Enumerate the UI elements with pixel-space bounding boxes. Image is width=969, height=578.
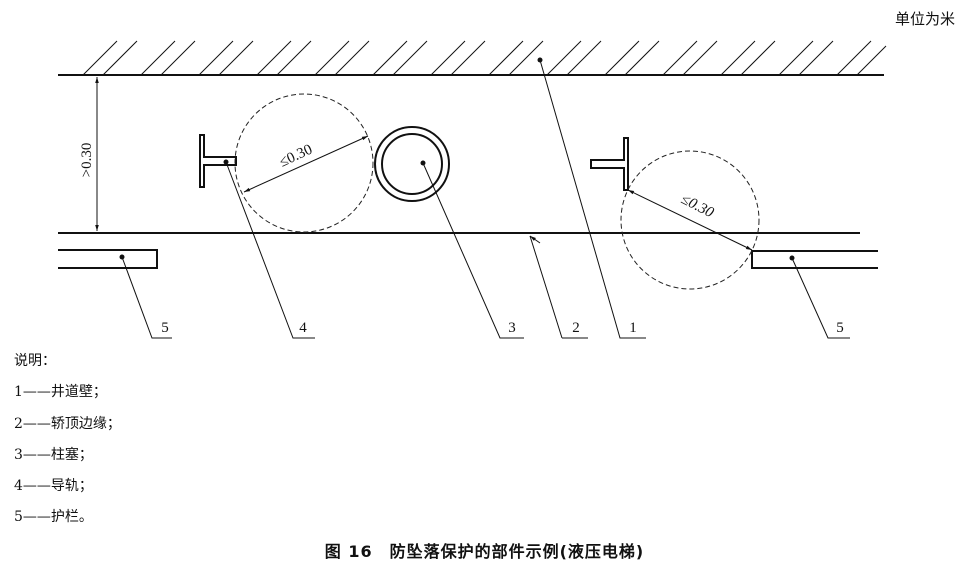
hatch-stroke bbox=[566, 40, 602, 76]
legend-title: 说明： bbox=[14, 353, 56, 369]
unit-note: 单位为米 bbox=[894, 10, 955, 28]
callout-2: 2 bbox=[572, 320, 580, 336]
callout-4: 4 bbox=[299, 320, 307, 336]
plunger-inner bbox=[381, 133, 443, 195]
shaft-wall-hatching bbox=[82, 40, 887, 76]
callout-3: 3 bbox=[508, 320, 516, 336]
leader-dots bbox=[119, 57, 795, 261]
callout-5-right: 5 bbox=[836, 320, 844, 336]
figure-caption: 图 16 防坠落保护的部件示例(液压电梯) bbox=[324, 542, 645, 561]
legend-item: 4——导轨； bbox=[14, 478, 93, 495]
hatch-stroke bbox=[450, 40, 486, 76]
legend-item: 3——柱塞； bbox=[14, 446, 93, 463]
guide-rail-right bbox=[590, 137, 629, 191]
hatch-stroke bbox=[488, 40, 524, 76]
guardrail-left bbox=[58, 249, 158, 269]
hatch-stroke bbox=[160, 40, 196, 76]
clearance-circle-left bbox=[234, 93, 374, 233]
leader-arrow-2 bbox=[529, 235, 541, 244]
guardrail-right bbox=[751, 250, 878, 269]
hatch-stroke bbox=[546, 40, 582, 76]
hatch-stroke bbox=[314, 40, 350, 76]
hatch-stroke bbox=[624, 40, 660, 76]
hatch-stroke bbox=[392, 40, 428, 76]
plunger-outer bbox=[374, 126, 450, 202]
hatch-stroke bbox=[82, 40, 118, 76]
hatch-stroke bbox=[372, 40, 408, 76]
hatch-stroke bbox=[682, 40, 718, 76]
legend-item: 5——护栏。 bbox=[14, 509, 93, 526]
hatch-stroke bbox=[276, 40, 312, 76]
hatch-stroke bbox=[740, 40, 776, 76]
guide-rail-left bbox=[199, 134, 237, 188]
legend-item: 1——井道壁； bbox=[14, 384, 107, 401]
clearance-circle-right bbox=[620, 150, 760, 290]
leader-lines bbox=[121, 59, 850, 339]
clearance-dimension-label: >0.30 bbox=[79, 143, 95, 178]
hatch-stroke bbox=[798, 40, 834, 76]
gap-dimension-right bbox=[627, 189, 753, 251]
hatch-stroke bbox=[662, 40, 698, 76]
hatch-stroke bbox=[218, 40, 254, 76]
gap-dimension-left-label: ≤0.30 bbox=[277, 142, 315, 171]
gap-dimension-left bbox=[243, 135, 369, 193]
hatch-stroke bbox=[102, 40, 138, 76]
legend-item: 2——轿顶边缘； bbox=[14, 415, 121, 432]
callout-1: 1 bbox=[629, 320, 637, 336]
hatch-stroke bbox=[604, 40, 640, 76]
hatch-stroke bbox=[430, 40, 466, 76]
hatch-stroke bbox=[836, 40, 872, 76]
hatch-stroke bbox=[256, 40, 292, 76]
hatch-stroke bbox=[778, 40, 814, 76]
hatch-stroke bbox=[856, 45, 887, 76]
hatch-stroke bbox=[720, 40, 756, 76]
hatch-stroke bbox=[508, 40, 544, 76]
hatch-stroke bbox=[198, 40, 234, 76]
hatch-stroke bbox=[140, 40, 176, 76]
legend: 说明： 1——井道壁； 2——轿顶边缘； 3——柱塞； 4——导轨； 5——护栏… bbox=[14, 346, 121, 534]
hatch-stroke bbox=[334, 40, 370, 76]
callout-5-left: 5 bbox=[161, 320, 169, 336]
